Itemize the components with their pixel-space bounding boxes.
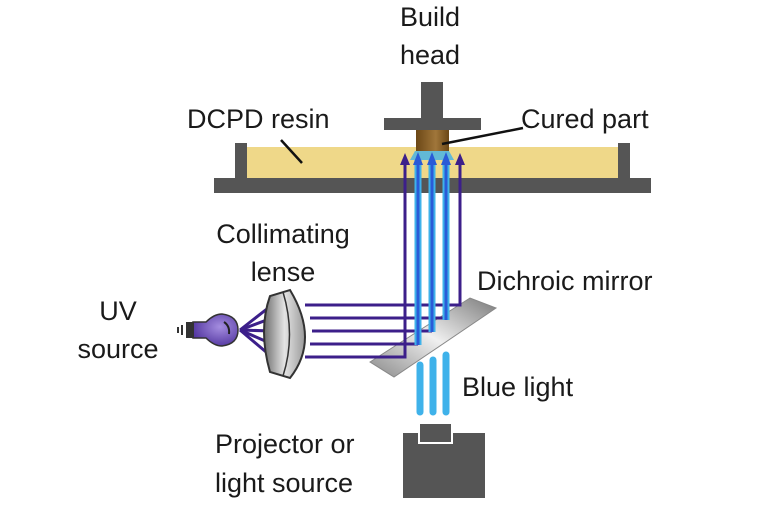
label-projector-line1: Projector or [215,429,355,459]
cured-part [416,130,449,151]
projector [403,422,485,498]
blue-light-beams [416,351,450,416]
vat-left-wall [235,143,247,179]
collimating-lens [263,288,306,380]
blue-upward-beams [410,151,454,345]
label-collimating-line2: lense [251,257,316,287]
vat-right-wall [618,143,630,179]
label-build-head-line1: Build [400,2,460,32]
label-uv-line2: source [77,334,158,364]
resin-leader [280,139,303,164]
label-collimating-line1: Collimating [216,219,350,249]
label-uv-line1: UV [99,296,137,326]
arrowheads [400,152,465,165]
label-dichroic-mirror: Dichroic mirror [477,266,653,296]
uv-bulb-icon [177,313,239,347]
label-projector-line2: light source [215,468,353,498]
build-head [384,82,481,130]
cured-part-leader [441,126,524,146]
label-dcpd-resin: DCPD resin [187,104,330,134]
label-build-head-line2: head [400,40,460,70]
label-cured-part: Cured part [521,104,649,134]
label-blue-light: Blue light [462,372,574,402]
